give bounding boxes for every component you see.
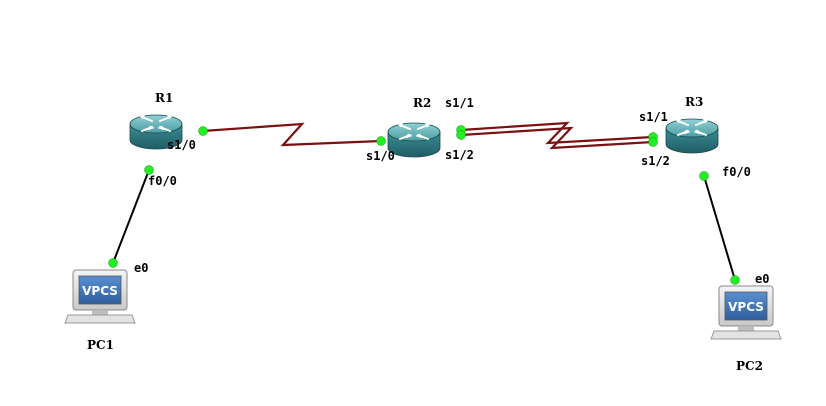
port-status-dot-r2-s1-2 <box>456 130 466 140</box>
interface-label-r3-f0-0: f0/0 <box>722 165 751 179</box>
vpcs-screen-label: VPCS <box>82 284 118 298</box>
device-name-r1: R1 <box>155 91 173 105</box>
device-name-pc2: PC2 <box>736 359 763 373</box>
device-name-r2: R2 <box>413 96 431 110</box>
port-status-dot-r2-s1-0 <box>376 136 386 146</box>
port-status-dot-r1-s1-0 <box>198 126 208 136</box>
port-status-dot-r3-f0-0 <box>699 171 709 181</box>
vpcs-pc2[interactable]: VPCS <box>710 285 782 340</box>
interface-label-pc2-e0: e0 <box>755 272 769 286</box>
device-name-r3: R3 <box>685 95 703 109</box>
serial-link-r1-r2[interactable] <box>202 122 382 147</box>
router-r2[interactable] <box>387 122 441 158</box>
port-status-dot-pc2-e0 <box>730 275 740 285</box>
device-name-pc1: PC1 <box>87 338 114 352</box>
interface-label-r3-s1-1: s1/1 <box>639 110 668 124</box>
interface-label-r2-s1-1: s1/1 <box>445 96 474 110</box>
serial-link-r2-r3-s1-1[interactable] <box>460 121 654 145</box>
ethernet-link-r3-pc2[interactable] <box>703 175 736 281</box>
router-r3[interactable] <box>665 118 719 154</box>
port-status-dot-r1-f0-0 <box>144 165 154 175</box>
interface-label-r2-s1-2: s1/2 <box>445 148 474 162</box>
ethernet-link-r1-pc1[interactable] <box>112 169 150 264</box>
interface-label-r1-s1-0: s1/0 <box>167 138 196 152</box>
vpcs-screen-label: VPCS <box>728 300 764 314</box>
interface-label-r2-s1-0: s1/0 <box>366 149 395 163</box>
serial-link-r2-r3-s1-2[interactable] <box>460 126 654 150</box>
router-icon <box>387 122 441 158</box>
interface-label-pc1-e0: e0 <box>134 261 148 275</box>
router-icon <box>665 118 719 154</box>
port-status-dot-pc1-e0 <box>108 258 118 268</box>
interface-label-r1-f0-0: f0/0 <box>148 174 177 188</box>
interface-label-r3-s1-2: s1/2 <box>641 154 670 168</box>
vpcs-pc1[interactable]: VPCS <box>64 269 136 324</box>
port-status-dot-r3-s1-2 <box>648 137 658 147</box>
